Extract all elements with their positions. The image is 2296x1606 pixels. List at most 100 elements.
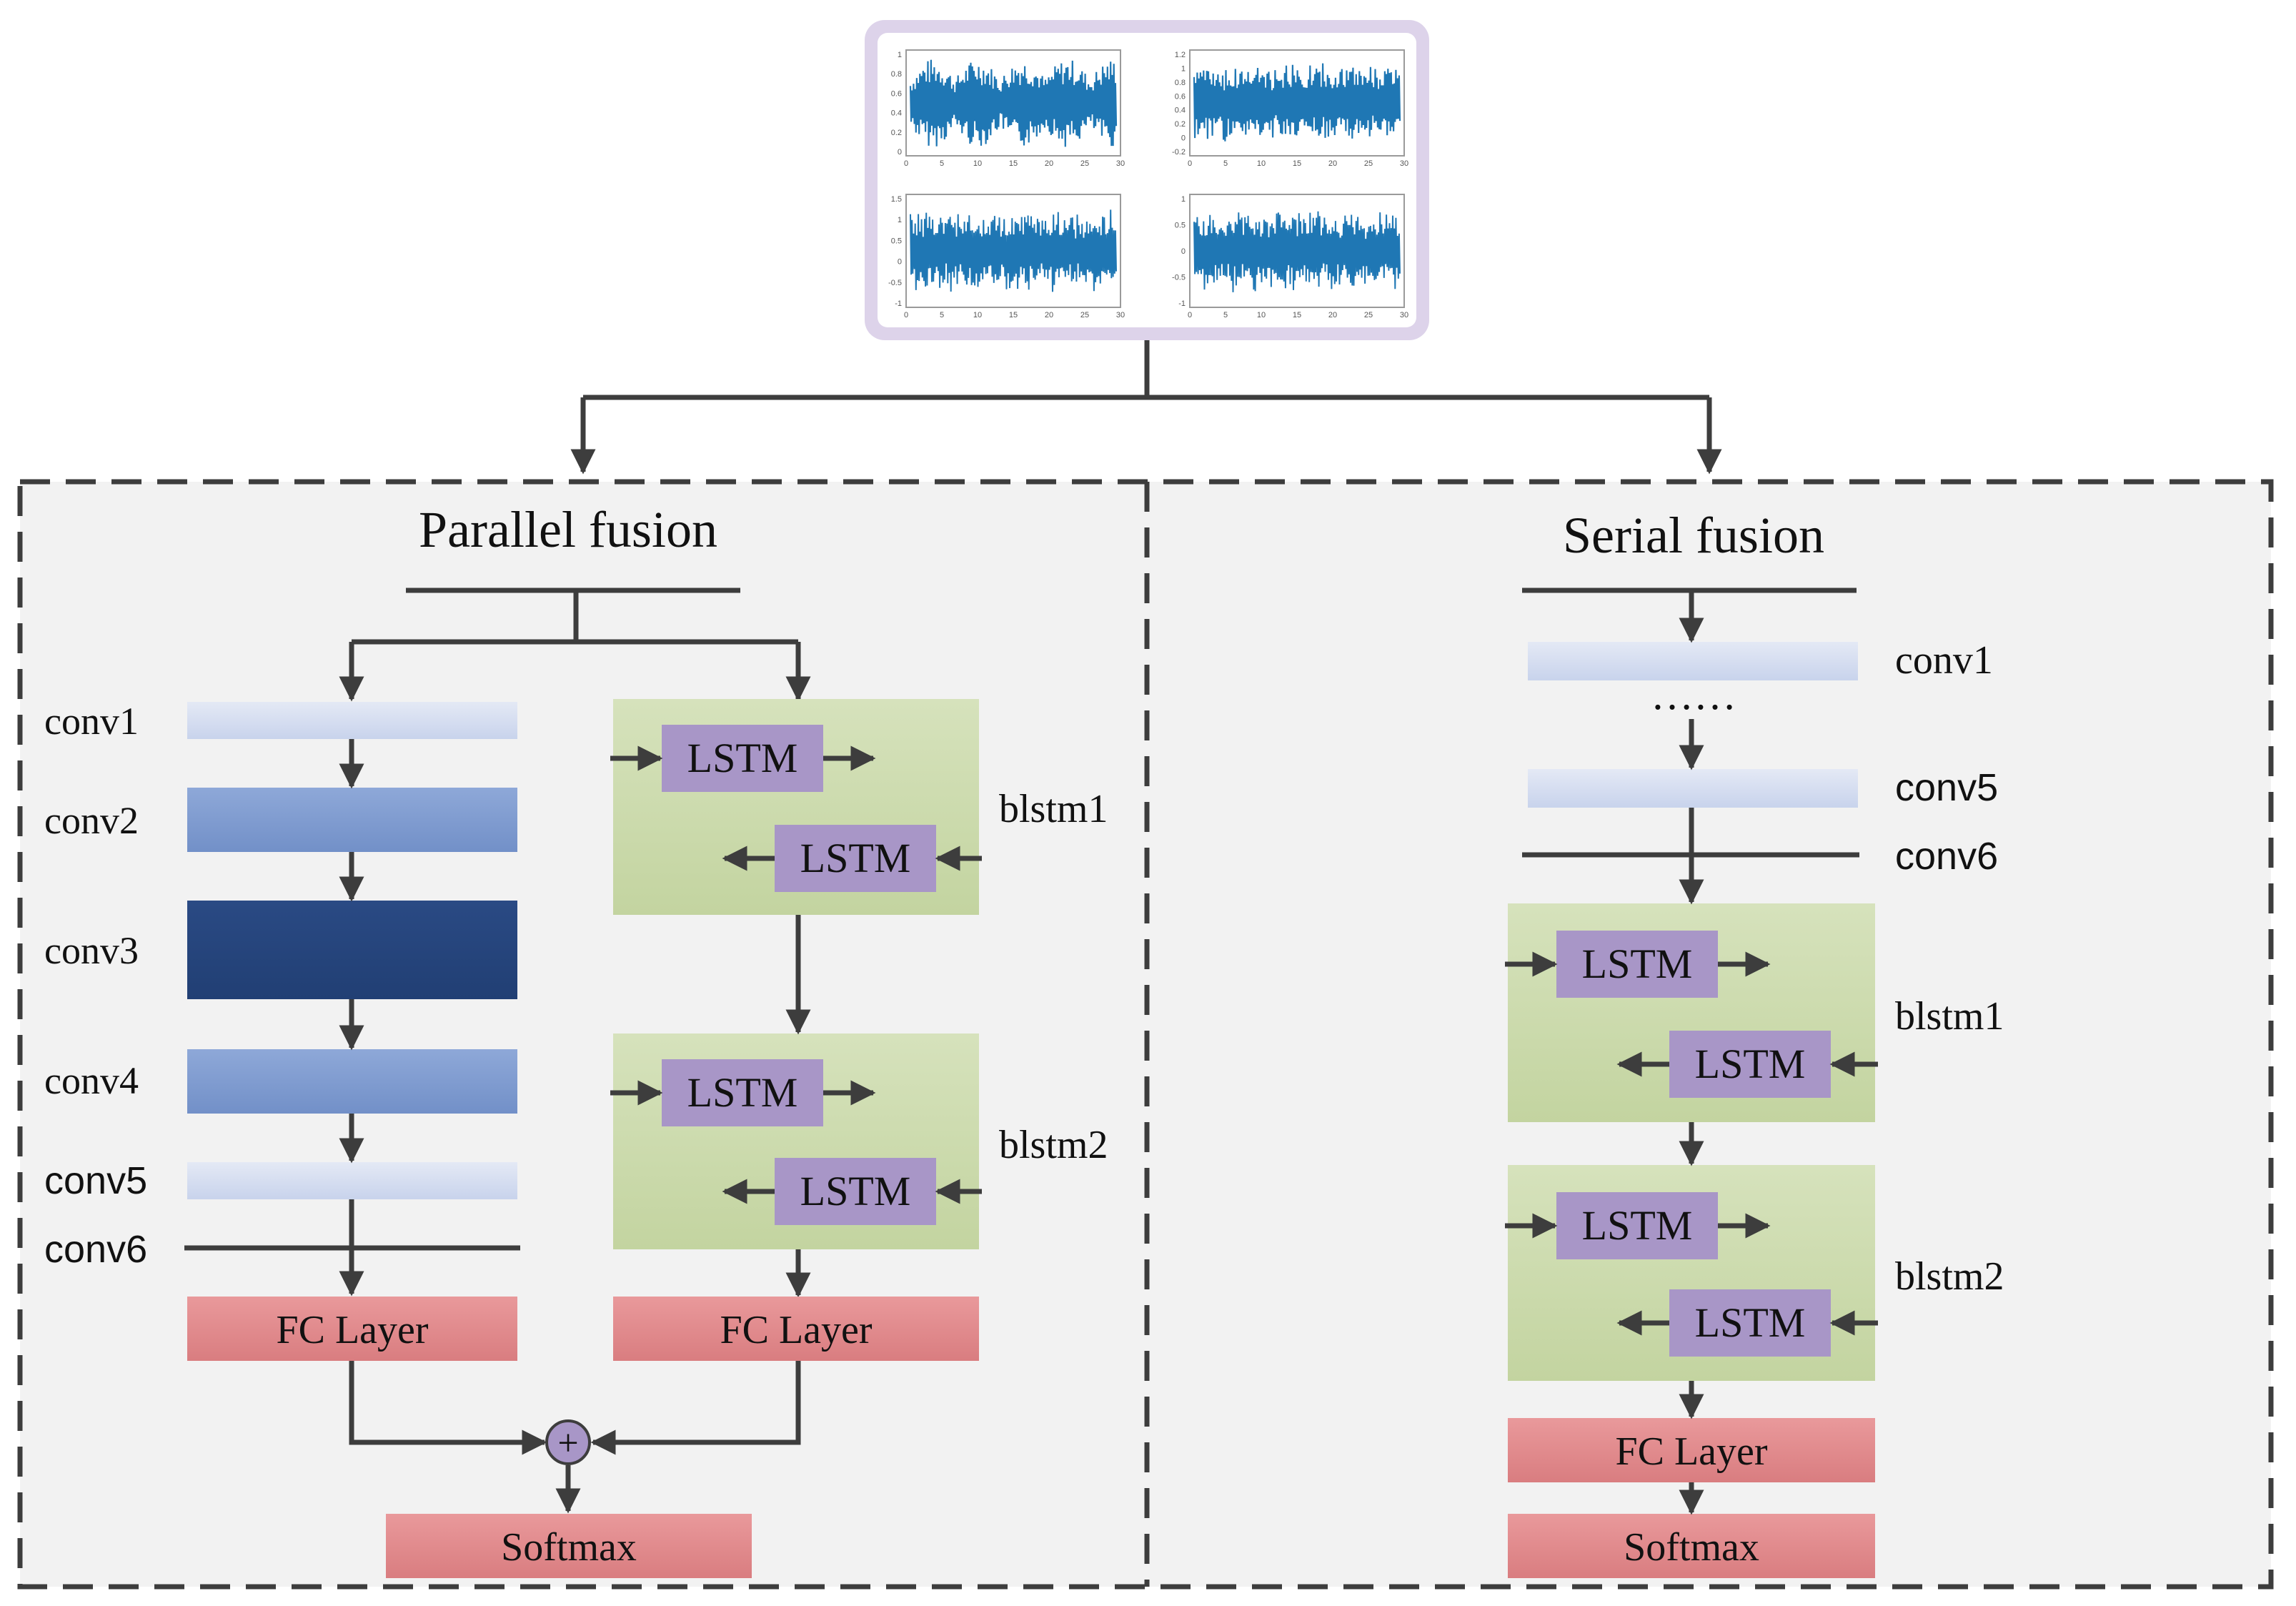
signal-ytick-label: 0: [1181, 134, 1186, 143]
signal-ytick-label: 0.4: [1175, 106, 1186, 115]
signal-xtick-label: 10: [973, 159, 982, 168]
conv3-block: [187, 901, 517, 999]
serial-conv5-label: conv5: [1895, 766, 1998, 809]
blstm-arrows: [610, 745, 982, 1298]
conv6-label: conv6: [44, 1228, 147, 1271]
signal-ytick-label: 1.2: [1175, 51, 1186, 59]
signal-xtick-label: 10: [1257, 159, 1266, 168]
conv3-label: conv3: [44, 929, 139, 972]
lstm-forward-2-label: LSTM: [687, 1069, 798, 1116]
signal-ytick-label: 0: [898, 148, 902, 157]
signal-xtick-label: 20: [1045, 159, 1053, 168]
dashed-borders: [17, 479, 2274, 1590]
signal-xtick-label: 0: [1188, 311, 1192, 319]
signal-ytick-label: 1.5: [891, 195, 902, 204]
serial-softmax: [1508, 1514, 1875, 1578]
conv5-block: [187, 1162, 517, 1199]
signal-ytick-label: 0.8: [1175, 79, 1186, 87]
conv5-label: conv5: [44, 1159, 147, 1202]
signal-xtick-label: 20: [1328, 159, 1337, 168]
signal-xtick-label: 15: [1009, 159, 1018, 168]
signal-xtick-label: 5: [1223, 311, 1228, 319]
signal-xtick-label: 5: [940, 311, 944, 319]
signal-waveform: [910, 209, 1117, 292]
signal-xtick-label: 0: [1188, 159, 1192, 168]
conv2-block: [187, 788, 517, 852]
lstm-backward-2-label: LSTM: [800, 1168, 911, 1214]
serial-title: Serial fusion: [1563, 507, 1824, 564]
serial-lstm-backward-1: [1669, 1031, 1831, 1098]
signal-ytick-label: 0: [1181, 247, 1186, 256]
serial-lstm-forward-2: [1556, 1192, 1718, 1259]
signal-waveform: [1193, 211, 1401, 292]
serial-softmax-label: Softmax: [1624, 1525, 1759, 1570]
fc-layer-left: [187, 1297, 517, 1361]
signal-ytick-label: 1: [1181, 195, 1186, 204]
parallel-fusion-panel: Parallel fusion conv: [44, 501, 1108, 1578]
fc-layer-right-label: FC Layer: [720, 1308, 872, 1352]
sum-node-label: +: [557, 1423, 578, 1464]
signal-ytick-label: -1: [1178, 299, 1186, 308]
serial-lstm-backward-1-label: LSTM: [1695, 1041, 1806, 1087]
serial-lstm-forward-1-label: LSTM: [1582, 941, 1693, 987]
signal-xtick-label: 20: [1328, 311, 1337, 319]
lstm-forward-2: [662, 1059, 823, 1126]
signal-ytick-label: -0.2: [1172, 148, 1186, 157]
signal-ytick-label: 0.5: [891, 237, 902, 245]
signal-ytick-label: 0: [898, 258, 902, 267]
signal-xtick-label: 25: [1364, 311, 1373, 319]
split-connector: [570, 340, 1722, 475]
serial-arrows: [1505, 590, 1878, 1515]
signal-xtick-label: 0: [904, 311, 908, 319]
signal-ytick-label: 1: [898, 216, 902, 224]
lstm-forward-1: [662, 725, 823, 792]
signal-xtick-label: 0: [904, 159, 908, 168]
softmax-parallel-label: Softmax: [501, 1525, 637, 1570]
signal-xtick-label: 25: [1080, 311, 1089, 319]
parallel-title: Parallel fusion: [419, 501, 717, 558]
serial-lstm-forward-2-label: LSTM: [1582, 1202, 1693, 1249]
signal-xtick-label: 10: [1257, 311, 1266, 319]
conv4-block: [187, 1049, 517, 1114]
signal-xtick-label: 10: [973, 311, 982, 319]
signal-waveform: [1193, 63, 1401, 142]
serial-lstm-backward-2-label: LSTM: [1695, 1299, 1806, 1346]
cnn-branch: conv1 conv2 conv3 conv4 conv5 conv6 FC L…: [44, 700, 520, 1361]
signal-ytick-label: 0.2: [1175, 120, 1186, 129]
serial-conv6-label: conv6: [1895, 835, 1998, 878]
fusion-arrows: [349, 1361, 801, 1514]
lstm-backward-2: [775, 1158, 936, 1225]
signal-ytick-label: 0.4: [891, 109, 902, 118]
signal-ytick-label: -1: [895, 299, 902, 308]
signal-ytick-label: 0.2: [891, 129, 902, 137]
serial-lstm-forward-1: [1556, 931, 1718, 998]
signal-xtick-label: 5: [940, 159, 944, 168]
signal-ytick-label: 0.5: [1175, 222, 1186, 230]
serial-blstm2-label: blstm2: [1895, 1254, 2004, 1299]
softmax-parallel: [386, 1514, 752, 1578]
serial-fusion-panel: Serial fusion …… conv1 conv5 conv6 LSTM …: [1505, 507, 2004, 1578]
signal-xtick-label: 5: [1223, 159, 1228, 168]
conv4-label: conv4: [44, 1059, 139, 1102]
lstm-backward-1-label: LSTM: [800, 835, 911, 881]
signal-ytick-label: -0.5: [1172, 274, 1186, 282]
serial-lstm-backward-2: [1669, 1289, 1831, 1357]
blstm2-label: blstm2: [999, 1123, 1108, 1167]
serial-fc-layer: [1508, 1418, 1875, 1482]
signal-ytick-label: 0.8: [891, 70, 902, 79]
signal-xtick-label: 15: [1293, 159, 1301, 168]
fc-layer-left-label: FC Layer: [276, 1308, 428, 1352]
serial-blstm1-label: blstm1: [1895, 994, 2004, 1039]
serial-conv1-block: [1528, 642, 1858, 680]
signal-xtick-label: 20: [1045, 311, 1053, 319]
signal-xtick-label: 25: [1364, 159, 1373, 168]
fc-layer-right: [613, 1297, 979, 1361]
signal-xtick-label: 30: [1400, 311, 1408, 319]
signal-ytick-label: 0.6: [891, 89, 902, 98]
